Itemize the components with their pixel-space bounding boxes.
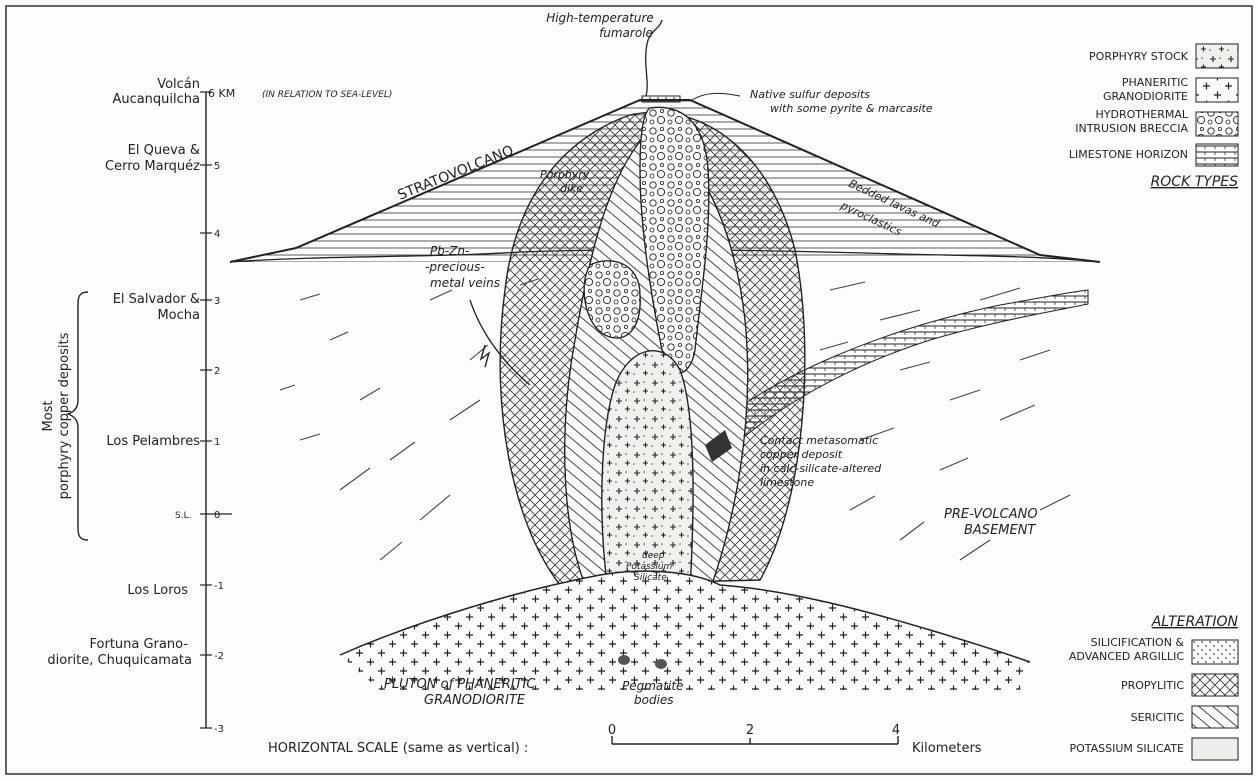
label-loros: Los Loros: [127, 583, 188, 598]
swatch-porphyry-stock: [1196, 44, 1238, 68]
elev-tick: 2: [214, 366, 220, 377]
elev-tick: -1: [214, 581, 224, 592]
deep-label-1: deep: [642, 551, 665, 561]
pluton-label-2: GRANODIORITE: [424, 693, 526, 708]
pegmatite-body: [655, 659, 667, 669]
hscale-tick: 4: [892, 723, 900, 738]
contact-label-4: limestone: [760, 476, 814, 489]
porphyry-copper-label: porphyry copper deposits: [57, 332, 72, 499]
contact-label-3: in calc-silicate-altered: [760, 462, 882, 475]
veins-label-3: metal veins: [430, 276, 500, 290]
legend-hydrothermal-1: HYDROTHERMAL: [1096, 108, 1189, 121]
scale-top-note: (IN RELATION TO SEA-LEVEL): [262, 90, 392, 100]
pegmatite-label-1: Pegmatite: [622, 679, 683, 693]
hscale-tick: 2: [746, 723, 754, 738]
deep-label-3: Silicate: [634, 573, 667, 583]
label-fortuna: Fortuna Grano-: [90, 637, 189, 652]
legend-rock-title: ROCK TYPES: [1151, 174, 1239, 190]
label-salvador: El Salvador &: [113, 292, 200, 307]
sea-level-label: S.L.: [175, 511, 191, 521]
legend-sericitic: SERICITIC: [1131, 711, 1185, 724]
alteration-legend: ALTERATION SILICIFICATION & ADVANCED ARG…: [1069, 614, 1239, 760]
label-aucanquilcha: Aucanquilcha: [112, 92, 200, 107]
pluton-label-1: PLUTON of PHANERITIC: [384, 677, 536, 692]
pluton-granodiorite: [340, 571, 1030, 690]
horizontal-scale: HORIZONTAL SCALE (same as vertical) : 0 …: [268, 723, 982, 756]
sulfur-label-1: Native sulfur deposits: [750, 88, 870, 101]
swatch-potassium: [1192, 738, 1238, 760]
deep-label-2: Potassium: [626, 562, 673, 572]
label-queva: El Queva &: [128, 143, 200, 158]
fumarole-label-2: fumarole: [599, 26, 653, 40]
contact-label-2: copper deposit: [760, 448, 843, 461]
most-label: Most: [41, 400, 56, 431]
swatch-sericitic: [1192, 706, 1238, 728]
label-chuquicamata: diorite, Chuquicamata: [47, 653, 192, 668]
legend-silicification-2: ADVANCED ARGILLIC: [1069, 650, 1184, 663]
legend-propylitic: PROPYLITIC: [1121, 679, 1184, 692]
elev-tick: 4: [214, 229, 220, 240]
elev-tick: 1: [214, 437, 220, 448]
label-marquez: Cerro Marquéz: [105, 159, 200, 174]
label-mocha: Mocha: [157, 308, 200, 323]
basement-label-1: PRE-VOLCANO: [944, 507, 1038, 522]
label-pelambres: Los Pelambres: [106, 434, 200, 449]
sulfur-label-2: with some pyrite & marcasite: [770, 102, 933, 115]
basement-label-2: BASEMENT: [964, 523, 1036, 538]
swatch-granodiorite: [1196, 78, 1238, 102]
vein-symbol: [481, 345, 489, 367]
legend-alteration-title: ALTERATION: [1151, 614, 1239, 630]
hscale-unit: Kilometers: [912, 741, 982, 756]
porphyry-dike-label-2: dike: [560, 182, 583, 195]
elev-tick: 5: [214, 161, 220, 172]
legend-potassium: POTASSIUM SILICATE: [1069, 742, 1184, 755]
elev-tick: 3: [214, 296, 220, 307]
pegmatite-body: [618, 655, 630, 665]
swatch-breccia: [1196, 112, 1238, 136]
legend-porphyry-stock: PORPHYRY STOCK: [1089, 50, 1189, 63]
elev-tick: -3: [214, 724, 224, 735]
scale-top-label: 6 KM: [208, 87, 235, 100]
contact-label-1: Contact metasomatic: [760, 434, 878, 447]
rock-types-legend: PORPHYRY STOCK PHANERITIC GRANODIORITE H…: [1069, 44, 1238, 190]
elev-tick: 0: [214, 510, 220, 521]
fumarole-label-1: High-temperature: [546, 11, 654, 25]
swatch-silicification: [1192, 640, 1238, 664]
pegmatite-label-2: bodies: [634, 693, 674, 707]
elev-tick: -2: [214, 651, 224, 662]
legend-phaneritic-2: GRANODIORITE: [1103, 90, 1188, 103]
legend-phaneritic-1: PHANERITIC: [1122, 76, 1188, 89]
veins-label-1: Pb-Zn-: [430, 244, 469, 258]
legend-hydrothermal-2: INTRUSION BRECCIA: [1075, 122, 1188, 135]
hscale-tick: 0: [608, 723, 616, 738]
hscale-label: HORIZONTAL SCALE (same as vertical) :: [268, 741, 528, 756]
elevation-scale: [200, 92, 232, 728]
label-volcan: Volcán: [157, 77, 200, 92]
swatch-limestone: [1196, 144, 1238, 166]
sulfur-deposit: [642, 96, 680, 102]
legend-silicification-1: SILICIFICATION &: [1091, 636, 1185, 649]
swatch-propylitic: [1192, 674, 1238, 696]
legend-limestone: LIMESTONE HORIZON: [1069, 148, 1188, 161]
porphyry-dike-label: Porphyry: [540, 168, 590, 181]
veins-label-2: -precious-: [425, 260, 485, 274]
